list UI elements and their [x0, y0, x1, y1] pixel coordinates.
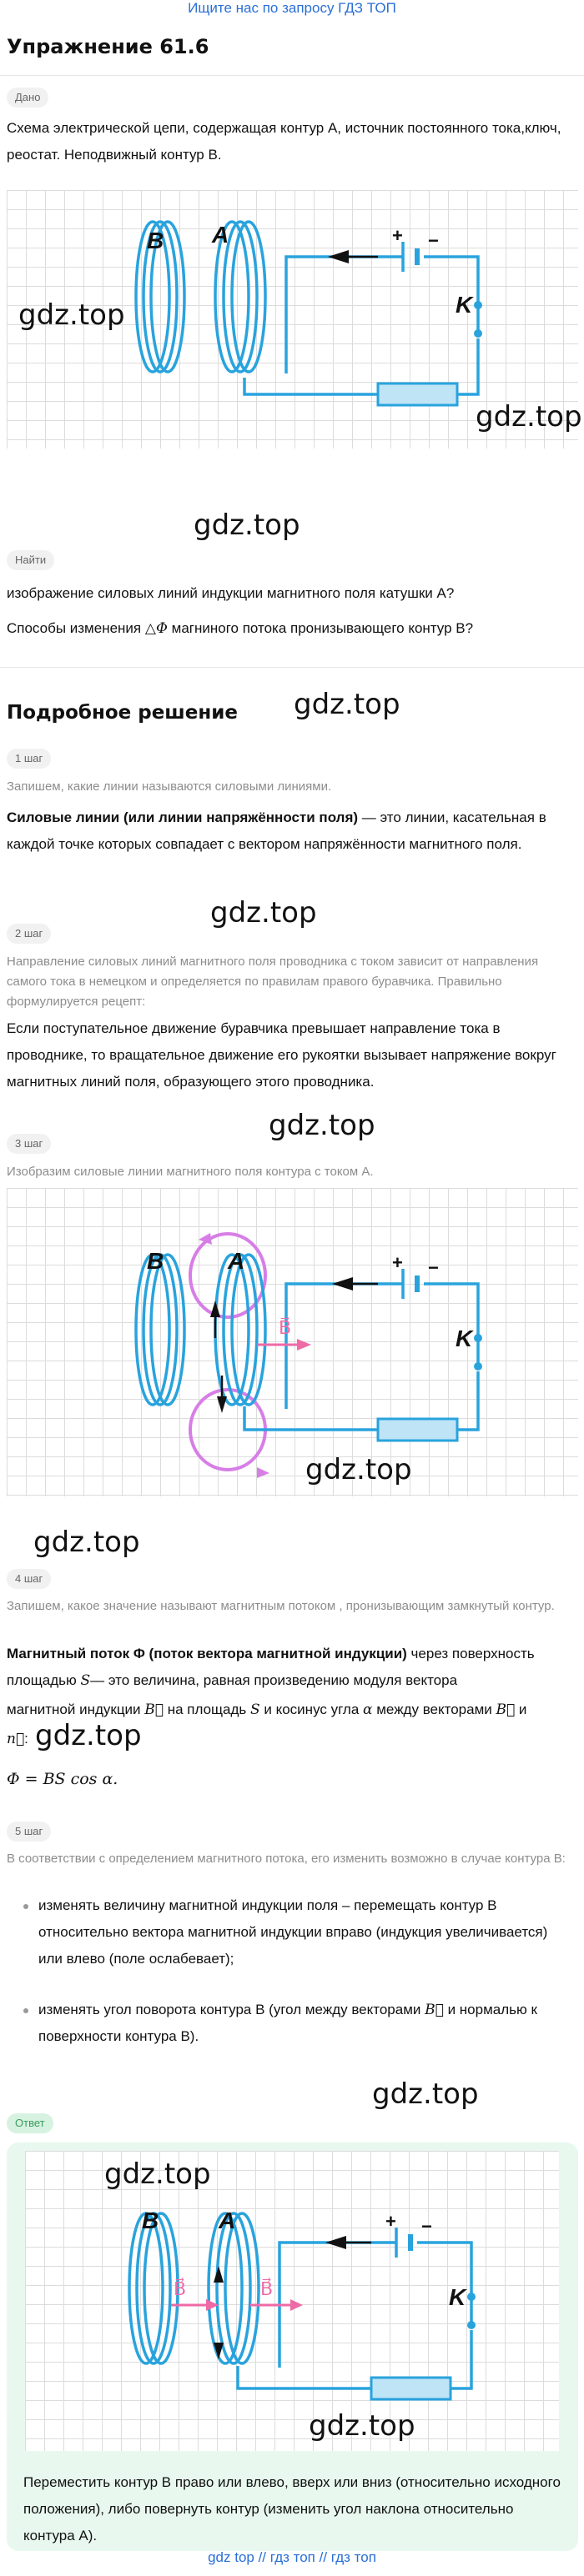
label-B: B: [147, 228, 164, 253]
circuit-diagram-field-lines: B A K + − B⃗ gdz.top: [7, 1188, 578, 1496]
given-text: Схема электрической цепи, содержащая кон…: [7, 120, 561, 163]
step-5-note: В соответствии с определением магнитного…: [7, 1852, 566, 1866]
step-4-line-2: площадью S— это величина, равная произве…: [7, 1672, 458, 1689]
label-A: A: [228, 1248, 245, 1274]
label-plus: +: [392, 1252, 403, 1273]
solution-title: Подробное решение: [7, 702, 238, 724]
current-arrow: [328, 250, 349, 263]
watermark: gdz.top: [33, 1526, 140, 1559]
label-plus: +: [392, 225, 403, 246]
watermark: gdz.top: [372, 2077, 479, 2111]
step-1-label: 1 шаг: [7, 749, 52, 769]
watermark: gdz.top: [35, 1719, 142, 1752]
step-4-label: 4 шаг: [7, 1569, 52, 1589]
bullet-dot: [23, 1904, 28, 1909]
watermark: gdz.top: [18, 298, 125, 332]
step-5-bullet-2: изменять угол поворота контура B (угол м…: [7, 1997, 578, 2055]
watermark: gdz.top: [476, 400, 582, 434]
label-K: K: [456, 292, 473, 318]
bullet-dot: [23, 2008, 28, 2013]
step-2-text: Если поступательное движение буравчика п…: [7, 1020, 556, 1090]
bullet-2-text: изменять угол поворота контура B (угол м…: [38, 2002, 537, 2044]
step-1-note: Запишем, какие линии называются силовыми…: [7, 779, 332, 794]
vector-B-label: B⃗: [174, 2279, 187, 2300]
watermark: gdz.top: [294, 688, 400, 721]
step-4-n-vector: n⃗:: [7, 1731, 28, 1747]
answer-label: Ответ: [7, 2113, 53, 2133]
label-A: A: [212, 222, 229, 248]
page-title: Упражнение 61.6: [7, 35, 209, 58]
find-question-2: Способы изменения △Φ магниного потока пр…: [7, 620, 474, 637]
answer-text: Переместить контур B право или влево, вв…: [23, 2474, 561, 2543]
answer-box: B A K + − B⃗ B⃗ gdz.top gdz.top Перемест…: [7, 2142, 578, 2551]
watermark: gdz.top: [309, 2409, 415, 2443]
label-A: A: [219, 2208, 236, 2233]
divider: [0, 75, 584, 76]
watermark: gdz.top: [210, 896, 317, 930]
flux-formula: Φ = BS cos α.: [7, 1770, 118, 1788]
step-5-bullet-1: изменять величину магнитной индукции пол…: [7, 1892, 578, 1992]
bullet-1-text: изменять величину магнитной индукции пол…: [38, 1897, 548, 1967]
watermark: gdz.top: [194, 509, 300, 542]
step-4-note: Запишем, какое значение называют магнитн…: [7, 1599, 555, 1613]
label-minus: −: [428, 1257, 439, 1278]
watermark: gdz.top: [104, 2158, 211, 2191]
step-4-line-1: Магнитный поток Φ (поток вектора магнитн…: [7, 1646, 535, 1661]
step-3-note: Изобразим силовые линии магнитного поля …: [7, 1165, 374, 1179]
step-2-label: 2 шаг: [7, 924, 52, 944]
label-K: K: [456, 1326, 473, 1351]
vector-B-label: B⃗: [260, 2279, 274, 2300]
step-4-line-3: магнитной индукции B⃗ на площадь S и кос…: [7, 1701, 527, 1718]
label-minus: −: [428, 230, 439, 251]
label-B: B: [147, 1248, 164, 1274]
divider: [0, 667, 584, 668]
circuit-diagram-answer: B A K + − B⃗ B⃗ gdz.top gdz.top: [25, 2151, 559, 2451]
circuit-diagram-given: B A K + − gdz.top gdz.top: [7, 190, 582, 449]
footer-links[interactable]: gdz top // гдз топ // гдз топ: [208, 2549, 376, 2565]
label-B: B: [142, 2208, 159, 2233]
label-K: K: [449, 2284, 466, 2310]
label-plus: +: [385, 2211, 396, 2232]
label-minus: −: [421, 2216, 432, 2237]
step-2-note: Направление силовых линий магнитного пол…: [7, 955, 539, 1009]
step-5-label: 5 шаг: [7, 1822, 52, 1842]
watermark: gdz.top: [305, 1453, 412, 1486]
step-1-text: Силовые линии (или линии напряжённости п…: [7, 809, 546, 852]
watermark: gdz.top: [269, 1109, 375, 1142]
find-question-1: изображение силовых линий индукции магни…: [7, 585, 455, 601]
step-3-label: 3 шаг: [7, 1134, 52, 1154]
top-banner[interactable]: Ищите нас по запросу ГДЗ ТОП: [188, 0, 396, 16]
vector-B-label: B⃗: [279, 1318, 292, 1339]
given-label: Дано: [7, 88, 49, 108]
find-label: Найти: [7, 550, 55, 570]
